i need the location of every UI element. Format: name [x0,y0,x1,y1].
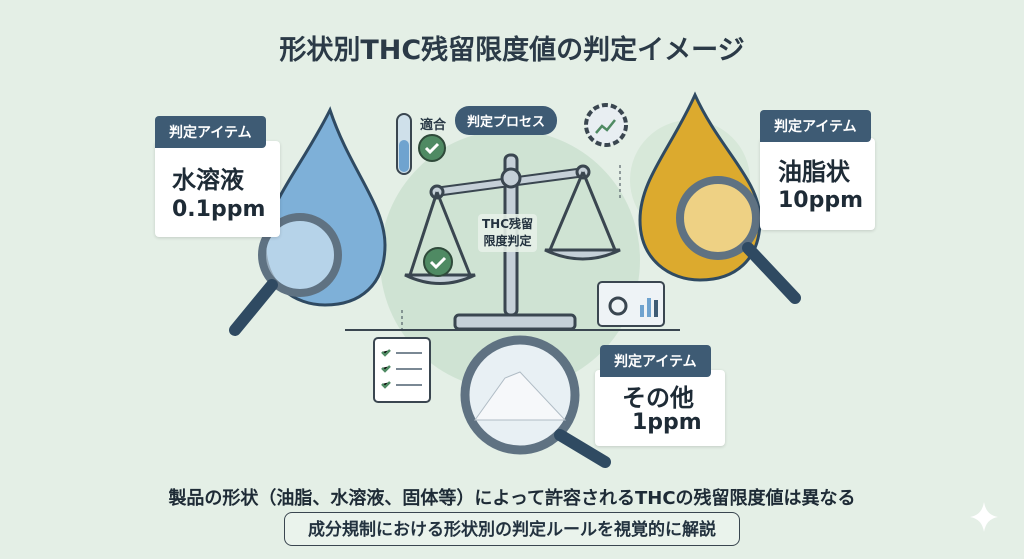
magnifier-oil-icon [676,176,760,260]
pass-label: 適合 [420,118,447,133]
process-bubble: 判定プロセス [455,106,558,135]
gear-chart-icon [584,103,628,147]
subtitle-box: 成分規制における形状別の判定ルールを視覚的に解説 [284,512,740,546]
check-icon [423,247,453,277]
sparkle-icon [970,502,998,532]
item-card-oil [760,138,875,230]
item-card-other [595,370,725,446]
item-name-water: 水溶液 [172,166,244,194]
caption: 製品の形状（油脂、水溶液、固体等）によって許容されるTHCの残留限度値は異なる [168,488,856,509]
item-name-oil: 油脂状 [778,158,850,186]
center-label-line1: THC残留 [482,217,534,231]
item-name-other: その他 [622,384,694,412]
item-card-water [155,141,280,237]
center-label-line2: 限度判定 [483,234,532,248]
item-value-other: 1ppm [632,410,702,435]
item-tag-water: 判定アイテム [155,116,266,148]
item-value-water: 0.1ppm [172,197,266,222]
magnifier-water-icon [258,213,342,297]
item-tag-other: 判定アイテム [600,345,711,377]
page-title: 形状別THC残留限度値の判定イメージ [279,35,745,66]
center-label: THC残留 限度判定 [478,214,538,252]
balance-scale-icon [404,153,621,331]
item-tag-oil: 判定アイテム [760,110,871,142]
item-value-oil: 10ppm [778,188,864,213]
